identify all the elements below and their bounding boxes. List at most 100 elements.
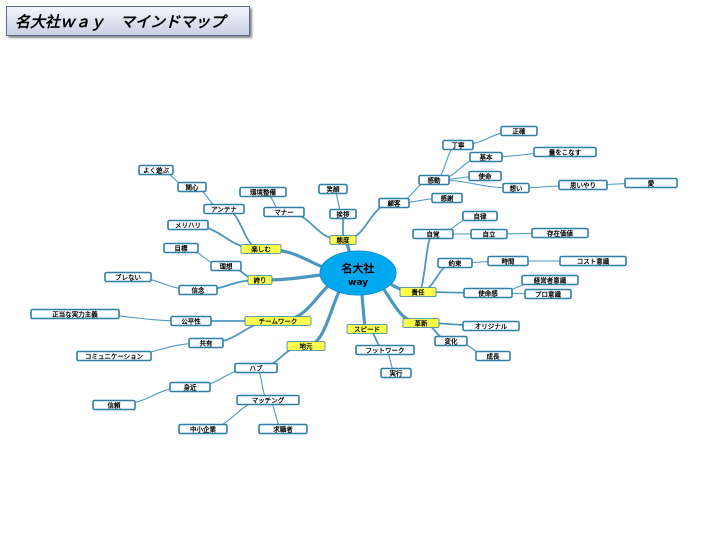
node-box — [355, 344, 415, 356]
node-chusho[interactable]: 中小企業 — [178, 423, 228, 435]
node-box — [188, 337, 224, 349]
node-original[interactable]: オリジナル — [462, 320, 520, 332]
node-label: 想い — [510, 183, 524, 192]
node-box — [521, 274, 579, 286]
node-chimoto[interactable]: 地元 — [286, 341, 326, 351]
node-merihari[interactable]: メリハリ — [167, 219, 209, 231]
node-box — [434, 335, 468, 347]
node-box — [378, 197, 410, 209]
node-box — [236, 394, 300, 406]
node-yokuasobu[interactable]: よく遊ぶ — [138, 164, 174, 176]
node-shinnen[interactable]: 信念 — [178, 284, 218, 296]
node-seicho[interactable]: 成長 — [475, 350, 511, 362]
node-yakusoku[interactable]: 約束 — [437, 257, 473, 269]
node-box — [258, 423, 308, 435]
node-seikaku[interactable]: 正確 — [500, 125, 538, 137]
node-cost[interactable]: コスト意識 — [559, 255, 627, 267]
node-label: 楽しむ — [250, 244, 271, 253]
node-teinei[interactable]: 丁寧 — [442, 139, 474, 151]
node-box — [286, 341, 326, 351]
node-label: 態度 — [337, 235, 351, 244]
node-sekinin[interactable]: 責任 — [399, 287, 437, 297]
node-jikaku[interactable]: 自覚 — [412, 228, 454, 240]
node-communication[interactable]: コミュニケーション — [76, 350, 152, 362]
node-label: 経営者意識 — [534, 275, 567, 284]
node-label: 公平性 — [181, 316, 201, 325]
node-label: 地元 — [300, 341, 314, 350]
node-keieisha[interactable]: 経営者意識 — [521, 274, 579, 286]
node-antenna[interactable]: アンテナ — [203, 203, 245, 215]
node-kyushoku[interactable]: 求職者 — [258, 423, 308, 435]
node-label: 関心 — [186, 182, 200, 191]
node-shinrai[interactable]: 信頼 — [92, 399, 136, 411]
node-sonzai[interactable]: 存在価値 — [531, 227, 589, 239]
node-box — [329, 235, 357, 245]
node-burenai[interactable]: ブレない — [104, 271, 152, 283]
node-speed[interactable]: スピード — [346, 324, 388, 334]
node-label: 約束 — [449, 258, 463, 267]
node-label: 目標 — [175, 243, 189, 252]
node-henka[interactable]: 変化 — [434, 335, 468, 347]
node-jitsuryoku[interactable]: 正当な実力主義 — [30, 308, 120, 320]
node-label: 正確 — [513, 126, 527, 135]
node-ai[interactable]: 愛 — [624, 177, 678, 189]
node-label: プロ意識 — [535, 289, 562, 298]
node-box — [624, 177, 678, 189]
node-label: 理想 — [220, 261, 234, 270]
node-kanshin3[interactable]: 感謝 — [431, 192, 463, 204]
node-label: 変化 — [445, 336, 459, 345]
node-kouhei[interactable]: 公平性 — [170, 315, 212, 327]
node-box — [502, 182, 530, 194]
node-hokori[interactable]: 誇り — [247, 275, 273, 285]
node-egao[interactable]: 笑顔 — [318, 183, 348, 195]
node-mokuhyo[interactable]: 目標 — [163, 242, 199, 254]
node-box — [462, 320, 520, 332]
node-label: ブレない — [115, 272, 142, 281]
node-konasu[interactable]: 量をこなす — [533, 146, 597, 158]
node-label: 革新 — [415, 318, 429, 327]
node-mijika[interactable]: 身近 — [169, 381, 211, 393]
node-label: 存在価値 — [547, 228, 574, 237]
node-kankyo[interactable]: 環境整備 — [239, 186, 287, 198]
node-label: 感動 — [428, 175, 442, 184]
node-kakushin[interactable]: 革新 — [402, 318, 440, 328]
node-label: 実行 — [390, 368, 404, 377]
node-shimeikan[interactable]: 使命感 — [463, 287, 513, 299]
node-pro[interactable]: プロ意識 — [524, 288, 572, 300]
node-tanoshimu[interactable]: 楽しむ — [240, 244, 282, 254]
node-box — [76, 350, 152, 362]
node-label: 成長 — [487, 351, 501, 360]
node-taido[interactable]: 態度 — [329, 235, 357, 245]
node-shimei[interactable]: 使命 — [468, 170, 502, 182]
node-jikko[interactable]: 実行 — [380, 367, 412, 379]
node-label: 信頼 — [108, 400, 122, 409]
node-risou[interactable]: 理想 — [210, 260, 242, 272]
node-jiritsu[interactable]: 自律 — [462, 210, 498, 222]
node-teamwork[interactable]: チームワーク — [244, 316, 312, 326]
node-kihon[interactable]: 基本 — [469, 151, 503, 163]
node-label: 環境整備 — [250, 187, 277, 196]
node-manner[interactable]: マナー — [263, 206, 305, 218]
node-box — [462, 210, 498, 222]
node-jikan[interactable]: 時間 — [487, 255, 529, 267]
node-aisatsu[interactable]: 挨拶 — [329, 208, 357, 220]
node-box — [487, 255, 529, 267]
node-matching[interactable]: マッチング — [236, 394, 300, 406]
node-box — [399, 287, 437, 297]
node-footwork[interactable]: フットワーク — [355, 344, 415, 356]
node-label: 誇り — [254, 275, 267, 284]
node-label: 身近 — [184, 382, 198, 391]
node-omoi[interactable]: 想い — [502, 182, 530, 194]
node-box — [402, 318, 440, 328]
center-node[interactable]: 名大社 way — [319, 250, 397, 296]
node-jiritsu2[interactable]: 自立 — [470, 228, 508, 240]
node-kanshin2[interactable]: 感動 — [418, 174, 450, 186]
node-omoiyari[interactable]: 思いやり — [558, 179, 608, 191]
node-kyouyu[interactable]: 共有 — [188, 337, 224, 349]
center-ellipse — [319, 250, 397, 296]
node-hub2[interactable]: ハブ — [234, 362, 278, 374]
node-box — [234, 362, 278, 374]
node-kanshin[interactable]: 関心 — [177, 181, 207, 193]
node-kokyaku[interactable]: 顧客 — [378, 197, 410, 209]
